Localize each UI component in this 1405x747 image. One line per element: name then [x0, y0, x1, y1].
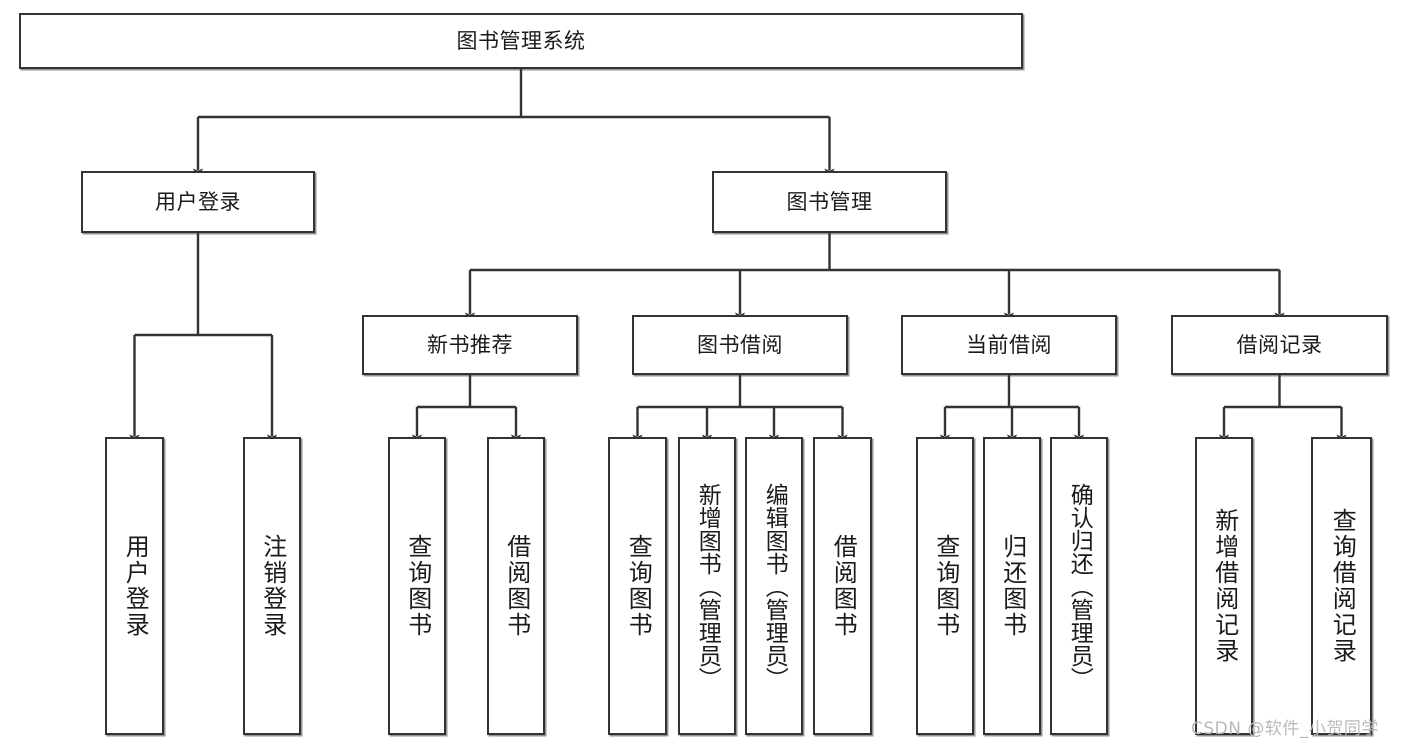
- node-borrow-record-label: 借阅记录: [1236, 332, 1323, 357]
- node-current-borrow-label: 当前借阅: [966, 332, 1052, 357]
- node-leaf-confirm-return-admin-label: 确认归还（管理员）: [1066, 482, 1093, 690]
- node-leaf-borrow-book-2[interactable]: 借阅图书: [813, 437, 872, 735]
- node-leaf-borrow-book-1[interactable]: 借阅图书: [487, 437, 545, 735]
- node-leaf-return-book-label: 归还图书: [998, 534, 1027, 638]
- node-book-manage-label: 图书管理: [786, 189, 873, 214]
- node-book-borrow[interactable]: 图书借阅: [632, 315, 848, 375]
- node-leaf-return-book[interactable]: 归还图书: [983, 437, 1041, 735]
- node-leaf-query-book-3-label: 查询图书: [931, 534, 960, 638]
- node-leaf-add-borrow-record[interactable]: 新增借阅记录: [1195, 437, 1253, 735]
- node-leaf-query-book-1-label: 查询图书: [403, 534, 432, 638]
- node-root[interactable]: 图书管理系统: [19, 13, 1023, 69]
- node-leaf-edit-book-admin-label: 编辑图书（管理员）: [761, 482, 788, 690]
- node-leaf-user-logout-label: 注销登录: [258, 534, 287, 638]
- node-new-book-recommend[interactable]: 新书推荐: [362, 315, 578, 375]
- node-leaf-add-book-admin-label: 新增图书（管理员）: [694, 482, 721, 690]
- node-leaf-query-book-2-label: 查询图书: [624, 534, 653, 638]
- node-leaf-confirm-return-admin[interactable]: 确认归还（管理员）: [1050, 437, 1108, 735]
- node-leaf-query-borrow-record-label: 查询借阅记录: [1328, 508, 1357, 664]
- node-leaf-user-login-label: 用户登录: [121, 534, 150, 638]
- node-user-login[interactable]: 用户登录: [81, 171, 315, 233]
- node-leaf-add-borrow-record-label: 新增借阅记录: [1210, 508, 1239, 664]
- node-leaf-borrow-book-1-label: 借阅图书: [502, 534, 531, 638]
- node-leaf-edit-book-admin[interactable]: 编辑图书（管理员）: [745, 437, 803, 735]
- node-leaf-add-book-admin[interactable]: 新增图书（管理员）: [678, 437, 736, 735]
- node-root-label: 图书管理系统: [456, 28, 586, 53]
- node-leaf-query-borrow-record[interactable]: 查询借阅记录: [1311, 437, 1372, 735]
- node-leaf-query-book-3[interactable]: 查询图书: [916, 437, 974, 735]
- node-book-manage[interactable]: 图书管理: [712, 171, 947, 233]
- node-leaf-user-logout[interactable]: 注销登录: [243, 437, 301, 735]
- node-current-borrow[interactable]: 当前借阅: [901, 315, 1117, 375]
- node-new-book-recommend-label: 新书推荐: [427, 332, 513, 357]
- csdn-watermark: CSDN @软件_小贺同学: [1191, 719, 1379, 739]
- node-leaf-user-login[interactable]: 用户登录: [105, 437, 164, 735]
- node-leaf-borrow-book-2-label: 借阅图书: [829, 534, 858, 638]
- node-leaf-query-book-1[interactable]: 查询图书: [388, 437, 446, 735]
- node-borrow-record[interactable]: 借阅记录: [1171, 315, 1388, 375]
- node-leaf-query-book-2[interactable]: 查询图书: [608, 437, 667, 735]
- node-user-login-label: 用户登录: [155, 189, 241, 214]
- node-book-borrow-label: 图书借阅: [697, 332, 783, 357]
